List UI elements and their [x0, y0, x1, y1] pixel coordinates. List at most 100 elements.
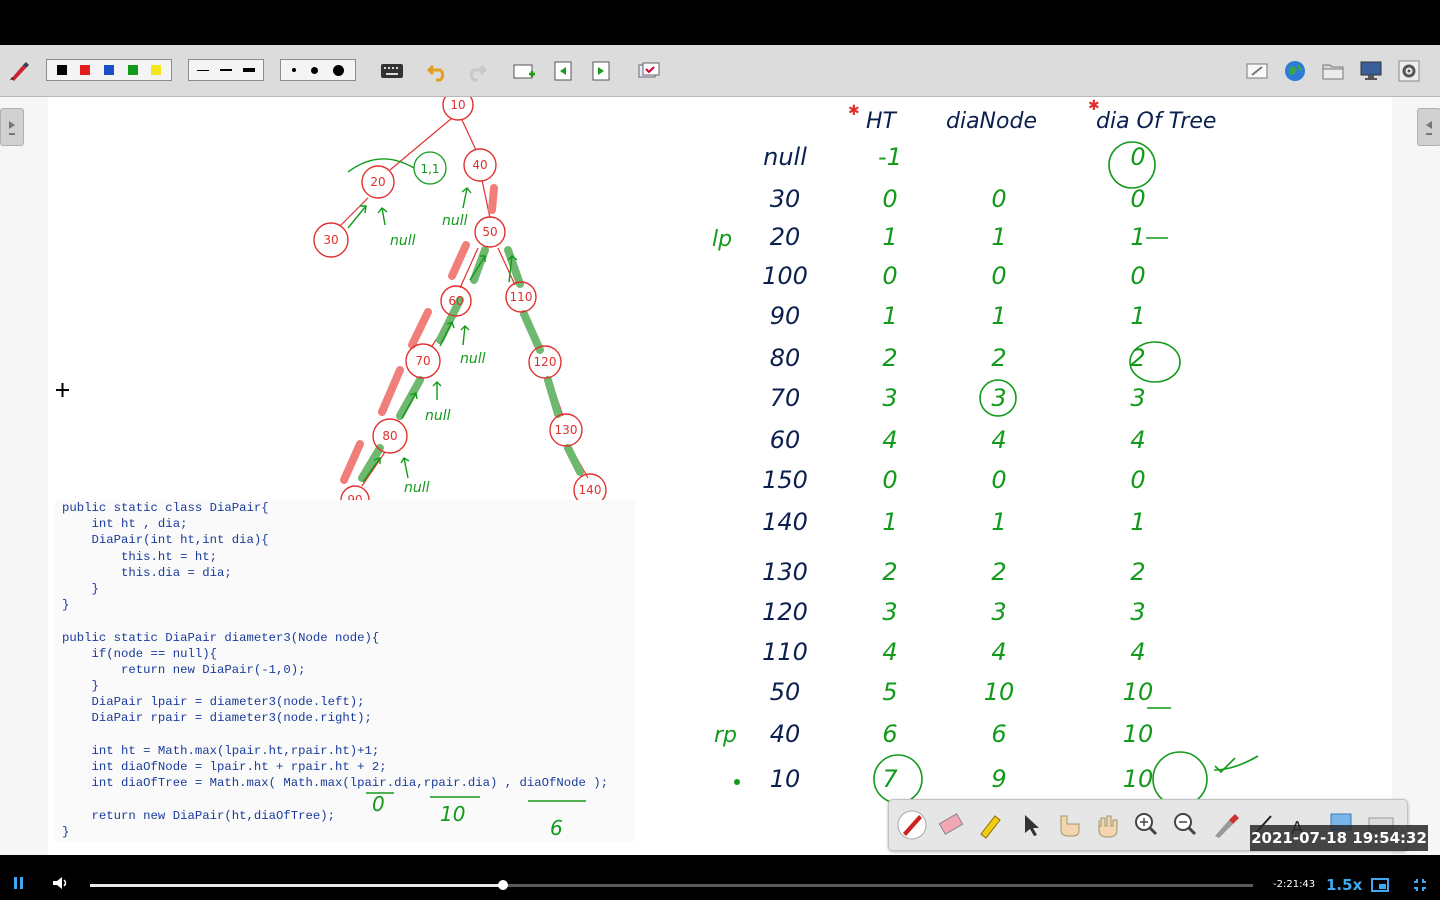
zoom-out-icon[interactable]	[1174, 813, 1197, 836]
table-cell-ht: 7	[882, 765, 898, 793]
zoom-in-icon[interactable]	[1135, 813, 1158, 836]
line-thin-button[interactable]	[197, 69, 210, 71]
recording-timestamp: 2021-07-18 19:54:32	[1250, 825, 1428, 851]
previous-page-icon[interactable]	[550, 58, 576, 84]
pause-button[interactable]	[12, 875, 26, 894]
color-black[interactable]	[56, 65, 67, 75]
keyboard-icon[interactable]	[379, 58, 405, 84]
table-cell-node: 40	[770, 720, 801, 748]
svg-text:50: 50	[482, 225, 497, 239]
select-arrow-icon[interactable]	[1025, 815, 1039, 836]
table-cell-dianode: 4	[991, 426, 1006, 454]
table-cell-ht: 5	[882, 678, 897, 706]
picture-in-picture-icon[interactable]	[1371, 877, 1389, 896]
code-line	[62, 613, 635, 629]
table-cell-ht: 4	[882, 426, 897, 454]
whiteboard-icon[interactable]	[1244, 58, 1270, 84]
bullet-dot	[734, 779, 740, 785]
pan-hand-icon[interactable]	[1098, 815, 1118, 838]
table-cell-ht: 1	[882, 302, 897, 330]
color-red[interactable]	[80, 65, 91, 75]
code-line: }	[62, 679, 99, 694]
display-icon[interactable]	[1358, 58, 1384, 84]
folder-icon[interactable]	[1320, 58, 1346, 84]
table-cell-dianode: 2	[991, 344, 1006, 372]
tree-nodes	[313, 97, 625, 560]
volume-icon[interactable]	[52, 875, 70, 894]
table-cell-node: 140	[762, 508, 808, 536]
svg-text:110: 110	[510, 290, 533, 304]
table-headers: ✱ HT diaNode ✱ dia Of Tree	[848, 98, 1216, 134]
null-arrows	[342, 158, 518, 543]
table-cell-ht: 0	[882, 185, 897, 213]
seek-bar-handle[interactable]	[497, 880, 508, 890]
table-cell-node: 10	[770, 765, 801, 793]
code-line: this.ht = ht;	[62, 549, 217, 564]
dot-medium-button[interactable]	[310, 66, 318, 74]
code-snippet: public static class DiaPair{ int ht , di…	[55, 500, 635, 842]
code-line: this.dia = dia;	[62, 565, 232, 580]
pointer-hand-icon[interactable]	[1060, 815, 1080, 837]
redo-icon[interactable]	[463, 58, 489, 84]
code-line: int ht = Math.max(lpair.ht,rpair.ht)+1;	[62, 743, 380, 758]
svg-text:✱: ✱	[1088, 98, 1100, 114]
next-page-icon[interactable]	[588, 58, 614, 84]
seek-bar[interactable]	[90, 880, 1253, 890]
dot-large-button[interactable]	[333, 64, 345, 76]
eraser-icon[interactable]	[938, 813, 964, 835]
new-page-icon[interactable]	[511, 58, 537, 84]
svg-text:140: 140	[579, 483, 602, 497]
table-cell-ht: 2	[882, 558, 897, 586]
code-line: return new DiaPair(-1,0);	[62, 662, 306, 677]
color-yellow[interactable]	[151, 65, 162, 75]
settings-icon[interactable]	[1396, 58, 1422, 84]
undo-icon[interactable]	[425, 58, 451, 84]
table-cell-node: 60	[770, 426, 801, 454]
svg-text:120: 120	[534, 355, 557, 369]
code-line: int ht , dia;	[62, 517, 188, 532]
circled-answers	[873, 141, 1259, 807]
color-picker-icon[interactable]	[1215, 814, 1239, 838]
svg-text:80: 80	[382, 429, 397, 443]
table-cell-node: 70	[770, 384, 801, 412]
code-line: DiaPair(int ht,int dia){	[62, 533, 269, 548]
table-cell-node: 130	[762, 558, 808, 586]
table-cell-dianode: 0	[991, 185, 1006, 213]
svg-text:30: 30	[323, 233, 338, 247]
table-cell-diatree: 3	[1130, 598, 1145, 626]
table-cell-dianode: 4	[991, 638, 1006, 666]
video-player-controls: -2:21:43 1.5x	[0, 855, 1440, 900]
crosshair-cursor	[56, 383, 69, 397]
svg-text:null: null	[442, 213, 468, 229]
table-cell-diatree: 4	[1130, 426, 1145, 454]
table-cell-ht: -1	[878, 143, 902, 171]
title-bar	[0, 0, 1440, 45]
highlighter-icon[interactable]	[980, 815, 1001, 839]
code-line: if(node == null){	[62, 646, 217, 661]
table-cell-dianode: 1	[991, 508, 1006, 536]
pen-tool-icon[interactable]	[897, 810, 927, 840]
dot-small-button[interactable]	[291, 68, 296, 72]
page-sorter-icon[interactable]	[636, 58, 662, 84]
color-blue[interactable]	[103, 65, 114, 75]
code-line: }	[62, 598, 70, 613]
code-line: int diaOfNode = lpair.ht + rpair.ht + 2;	[62, 760, 387, 774]
code-line: DiaPair lpair = diameter3(node.left);	[62, 695, 365, 710]
note-lp: lp	[712, 227, 732, 252]
playback-speed-button[interactable]: 1.5x	[1326, 876, 1363, 894]
table-cell-node: 80	[770, 344, 801, 372]
svg-text:1,1: 1,1	[420, 162, 439, 176]
pen-settings-icon[interactable]	[6, 58, 32, 84]
exit-fullscreen-icon[interactable]	[1413, 877, 1427, 896]
left-panel-toggle[interactable]	[0, 108, 24, 146]
table-cell-ht: 3	[882, 384, 897, 412]
table-cell-ht: 4	[882, 638, 897, 666]
table-cell-ht: 2	[882, 344, 897, 372]
globe-icon[interactable]	[1282, 58, 1308, 84]
line-thick-button[interactable]	[242, 68, 255, 72]
note-rp: rp	[714, 723, 737, 748]
line-medium-button[interactable]	[219, 69, 232, 71]
right-panel-toggle[interactable]	[1417, 108, 1440, 146]
line-width-group	[188, 59, 264, 81]
color-green[interactable]	[127, 65, 138, 75]
